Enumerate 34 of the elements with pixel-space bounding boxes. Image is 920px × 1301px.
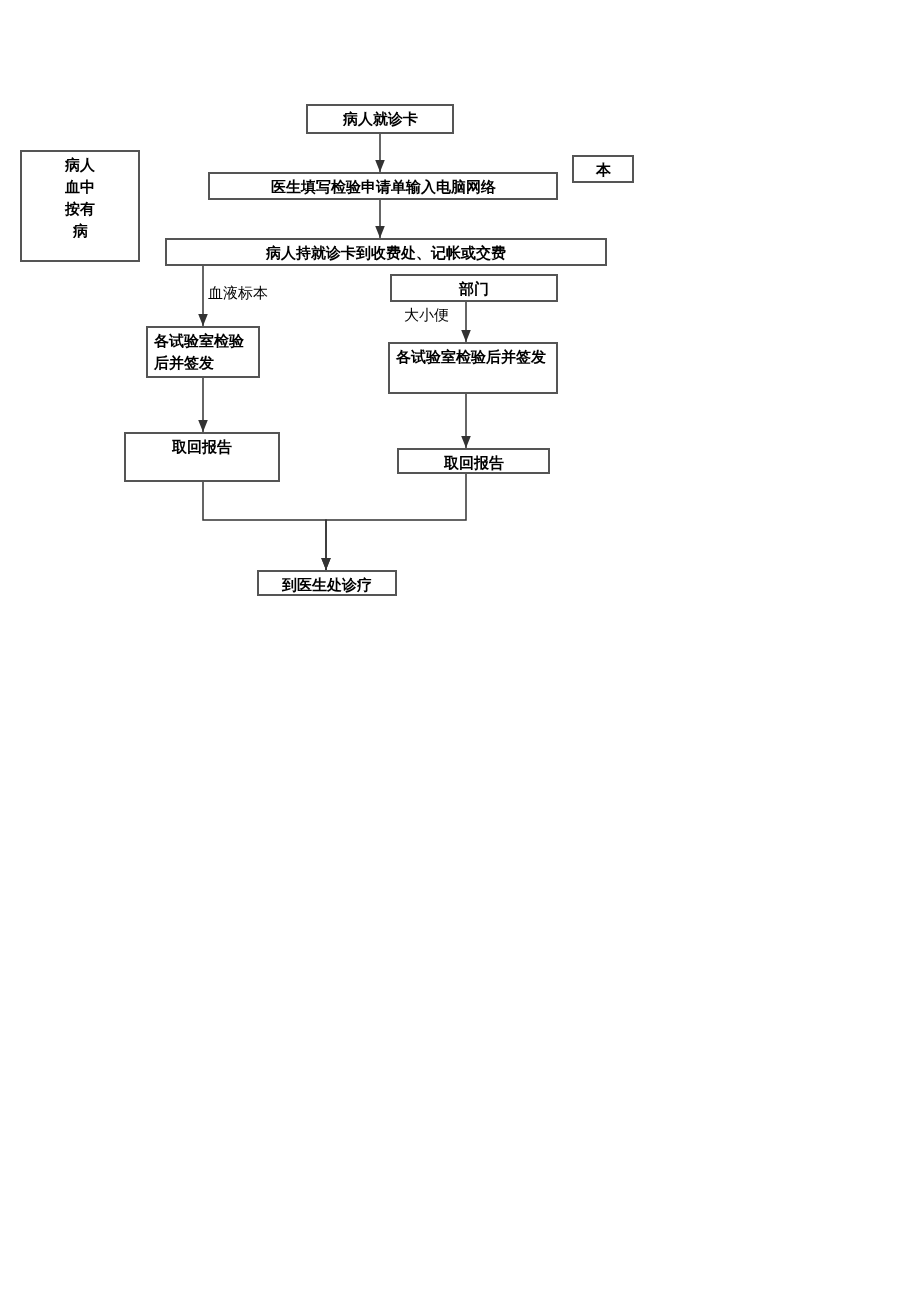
step-text: 本 [594,160,612,181]
step-text: 部门 [458,279,490,300]
step-text: 各试验室检验后并签发 [154,331,245,374]
step-text: 病人持就诊卡到收费处、记帐或交费 [265,243,507,264]
edge-label: 血液标本 [206,284,270,303]
arrow [198,265,208,327]
process-box [257,570,397,596]
step-text: 医生填写检验申请单输入电脑网络 [269,177,497,198]
step-text: 取回报告 [171,437,233,458]
arrow [198,377,208,433]
step-text: 取回报告 [442,453,505,474]
process-box [20,150,140,262]
process-box [306,104,454,134]
step-text: 病人就诊卡 [341,109,419,130]
arrow [375,133,385,173]
arrow [461,393,471,449]
step-text: 血中 [64,177,96,198]
step-text: 按有 [64,199,96,220]
process-box [208,172,558,200]
process-box [572,155,634,183]
process-box [397,448,550,474]
step-text: 到医生处诊疗 [281,575,373,596]
step-text: 病人 [64,155,96,176]
edge-label: 大小便 [402,306,451,325]
step-text: 病 [71,221,89,242]
step-text: 各试验室检验后并签发 [396,347,547,368]
arrow [375,199,385,239]
process-box [146,326,260,378]
process-box [124,432,280,482]
process-box [165,238,607,266]
arrow [461,301,471,343]
process-box [390,274,558,302]
process-box [388,342,558,394]
arrow [321,473,467,571]
